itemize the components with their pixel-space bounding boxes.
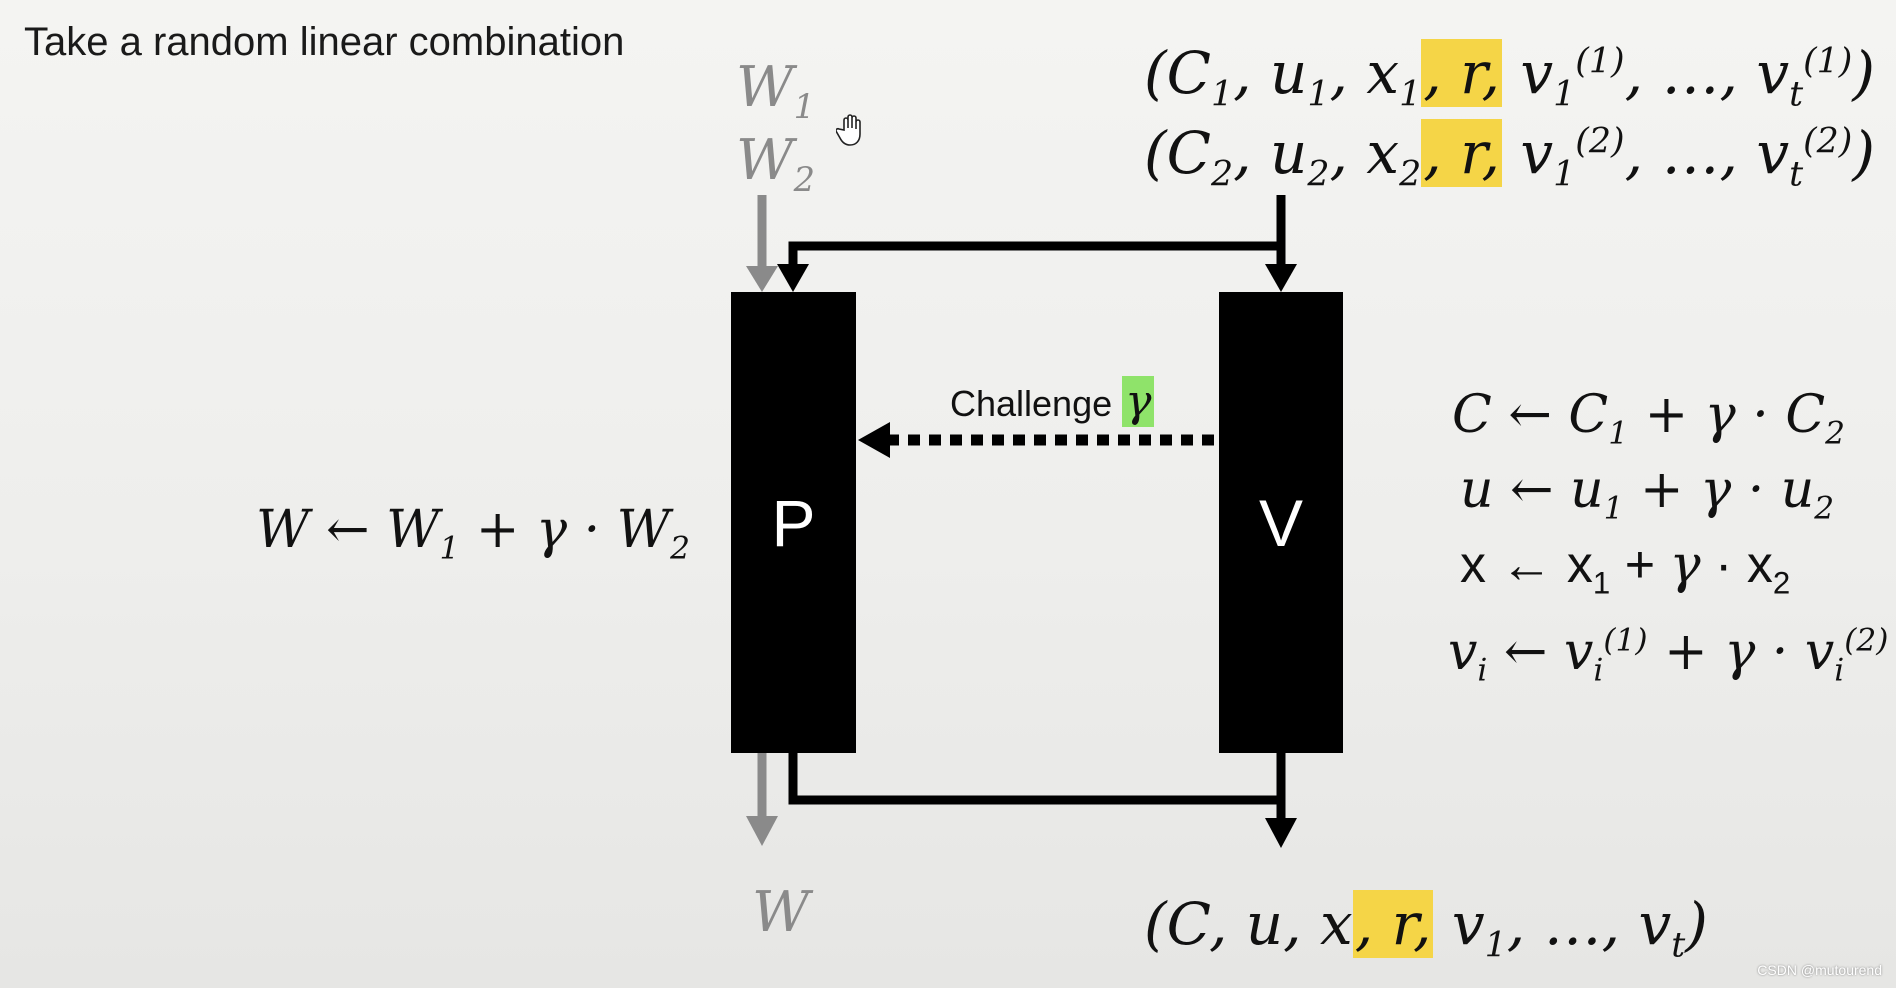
prover-witness-combination: W ← W1 + γ · W2 bbox=[256, 500, 690, 567]
hand-cursor-icon bbox=[835, 112, 866, 152]
witness-w1-label: W1 bbox=[736, 55, 815, 127]
watermark: CSDN @mutourend bbox=[1757, 962, 1882, 978]
verifier-combination-x: x ← x1 + γ · x2 bbox=[1460, 535, 1791, 601]
instance-to-prover-line bbox=[788, 241, 1281, 268]
output-witness-label: W bbox=[752, 880, 810, 945]
verifier-box: V bbox=[1219, 292, 1343, 753]
challenge-label: Challenge γ bbox=[950, 376, 1155, 427]
prover-box: P bbox=[731, 292, 856, 753]
witness-w2-label: W2 bbox=[736, 128, 815, 200]
verifier-combination-v: vi ← vi(1) + γ · vi(2) bbox=[1448, 622, 1889, 689]
output-tuple: (C, u, x, r, v1, …, vt) bbox=[1144, 890, 1708, 966]
verifier-combination-u: u ← u1 + γ · u2 bbox=[1460, 460, 1835, 527]
input-tuple-2: (C2, u2, x2, r, v1(2), …, vt(2)) bbox=[1144, 119, 1876, 195]
verifier-combination-c: C ← C1 + γ · C2 bbox=[1452, 385, 1845, 452]
challenge-gamma: γ bbox=[1122, 376, 1155, 427]
slide-title: Take a random linear combination bbox=[24, 20, 625, 64]
prover-label: P bbox=[771, 485, 816, 560]
verifier-label: V bbox=[1258, 485, 1304, 560]
prover-to-output-line bbox=[788, 753, 1281, 805]
input-tuple-1: (C1, u1, x1, r, v1(1), …, vt(1)) bbox=[1144, 39, 1876, 115]
